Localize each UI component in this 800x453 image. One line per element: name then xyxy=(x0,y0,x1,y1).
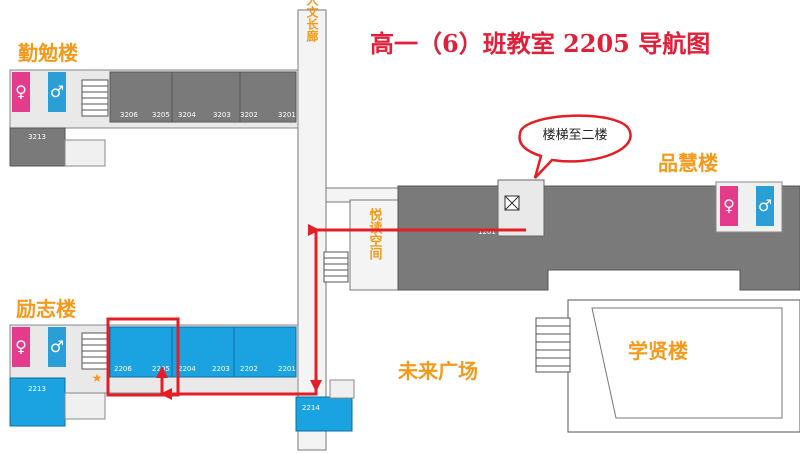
route-arrow-corner xyxy=(308,224,320,236)
route-line xyxy=(166,228,526,396)
route-arrow-down xyxy=(310,380,322,392)
male-icon-3: ♂ xyxy=(758,196,772,215)
target-room-highlight xyxy=(106,317,180,397)
restroom-female-icon-3 xyxy=(720,186,738,226)
lizhi-building-label: 励志楼 xyxy=(16,297,76,321)
route-arrow-end xyxy=(160,388,172,400)
room-3204-label: 3204 xyxy=(178,111,196,119)
callout-bubble xyxy=(518,114,632,179)
lizhi-annex xyxy=(64,392,106,420)
restroom-female-icon xyxy=(12,72,30,112)
stairs-icon-3 xyxy=(323,251,349,283)
callout-text: 楼梯至二楼 xyxy=(542,128,607,143)
xuexian-building xyxy=(567,299,800,433)
restroom-female-icon-2 xyxy=(12,327,30,367)
room-3203-label: 3203 xyxy=(213,111,231,119)
room-2201-label: 2201 xyxy=(278,365,296,373)
yuedu-space xyxy=(349,199,399,291)
room-2213-label: 2213 xyxy=(28,385,46,393)
room-2202 xyxy=(233,326,297,378)
stairs-icon-4 xyxy=(535,317,571,373)
room-2202-label: 2202 xyxy=(240,365,258,373)
qinmian-building-label: 勤勉楼 xyxy=(18,41,78,65)
room-2214-annex xyxy=(329,379,355,399)
room-2204-label: 2204 xyxy=(178,365,196,373)
female-icon-3: ♀ xyxy=(723,196,735,215)
room-2213 xyxy=(9,377,66,427)
room-3205-label: 3205 xyxy=(152,111,170,119)
room-3213 xyxy=(9,127,66,167)
xuexian-inner-outline xyxy=(591,307,783,419)
room-3202-label: 3202 xyxy=(240,111,258,119)
route-path xyxy=(156,224,526,400)
male-icon: ♂ xyxy=(50,82,64,101)
restroom-male-icon xyxy=(48,72,66,112)
male-icon-2: ♂ xyxy=(50,337,64,356)
stairs-icon xyxy=(81,79,109,117)
room-3213-label: 3213 xyxy=(28,133,46,141)
restroom-male-icon-2 xyxy=(48,327,66,367)
route-arrow-up xyxy=(156,366,168,378)
room-2203-label: 2203 xyxy=(212,365,230,373)
room-1201-label: 1201 xyxy=(478,228,496,236)
restroom-male-icon-3 xyxy=(756,186,774,226)
room-3201 xyxy=(239,71,297,123)
map-title: 高一（6）班教室 2205 导航图 xyxy=(370,29,710,58)
stairs-icon-2 xyxy=(81,332,109,370)
room-3206 xyxy=(109,71,173,123)
room-2214 xyxy=(295,396,353,432)
plaza-label: 未来广场 xyxy=(398,359,478,383)
renwen-corridor-label: 人文长廊 xyxy=(305,0,319,43)
room-2214-label: 2214 xyxy=(302,404,320,412)
room-2204 xyxy=(171,326,235,378)
yuedu-space-label: 悦读空间 xyxy=(367,207,383,261)
qinmian-annex xyxy=(64,139,106,167)
female-icon-2: ♀ xyxy=(15,337,27,356)
room-3206-label: 3206 xyxy=(120,111,138,119)
female-icon: ♀ xyxy=(15,82,27,101)
room-3201-label: 3201 xyxy=(278,111,296,119)
pinhui-building-label: 品慧楼 xyxy=(658,151,718,175)
room-2206-label: 2206 xyxy=(114,365,132,373)
xuexian-building-label: 学贤楼 xyxy=(628,339,688,363)
star-icon: ★ xyxy=(92,371,103,385)
